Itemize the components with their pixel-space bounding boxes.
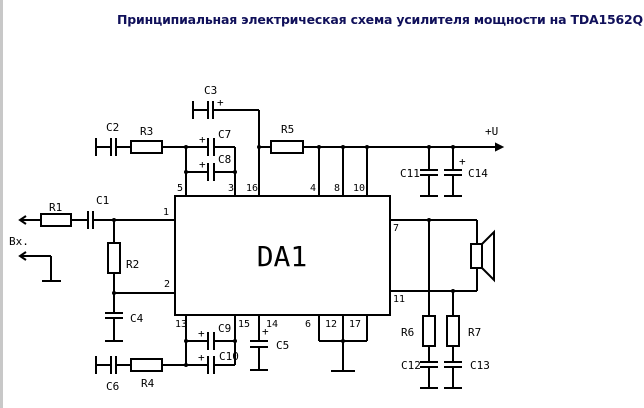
- ic-da1-body: [174, 195, 391, 316]
- page-left-border: [0, 0, 3, 408]
- capacitor-c7: [207, 138, 235, 156]
- capacitor-c14: [444, 147, 462, 197]
- label-c11: C11: [400, 167, 420, 180]
- junction: [233, 170, 237, 174]
- pin-4-label: 4: [310, 183, 316, 194]
- capacitor-c5: [250, 340, 268, 371]
- label-r4: R4: [141, 377, 155, 390]
- plus-sign: +: [262, 325, 269, 338]
- pin-2-label: 2: [164, 279, 170, 290]
- pin-1-label: 1: [163, 207, 169, 218]
- label-c13: C13: [470, 359, 490, 372]
- label-c8: C8: [218, 153, 231, 166]
- page-title: Принципиальная электрическая схема усили…: [117, 12, 644, 27]
- junction: [341, 339, 345, 343]
- input-label: Вх.: [9, 235, 29, 248]
- resistor-r2: [107, 242, 121, 274]
- pin-17-label: 17: [349, 319, 361, 330]
- resistor-r7: [446, 315, 460, 347]
- capacitor-c2: [95, 138, 131, 156]
- label-c10: C10: [219, 350, 239, 363]
- pin-14-label: 14: [266, 319, 278, 330]
- pin-7-label: 7: [393, 223, 399, 234]
- capacitor-c3: [192, 101, 259, 119]
- pin-8-label: 8: [334, 183, 340, 194]
- capacitor-c13: [444, 346, 462, 389]
- label-r3: R3: [140, 125, 153, 138]
- capacitor-c6: [95, 356, 131, 374]
- plus-sign: +: [199, 158, 206, 171]
- pin-5-label: 5: [177, 183, 183, 194]
- capacitor-c10: [186, 356, 235, 374]
- capacitor-c11: [420, 147, 438, 197]
- label-r6: R6: [401, 326, 414, 339]
- plus-sign: +: [459, 155, 466, 168]
- pin-15-label: 15: [238, 319, 250, 330]
- label-c4: C4: [130, 312, 144, 325]
- supply-arrow-icon: [495, 142, 505, 152]
- label-r5: R5: [281, 123, 294, 136]
- ic-name: DA1: [257, 240, 308, 273]
- capacitor-c4: [105, 312, 123, 342]
- junction: [233, 339, 237, 343]
- resistor-r3: [130, 140, 163, 154]
- label-r2: R2: [126, 258, 139, 271]
- label-c1: C1: [96, 194, 109, 207]
- resistor-r6: [422, 315, 436, 347]
- label-c2: C2: [106, 121, 119, 134]
- label-c14: C14: [468, 167, 488, 180]
- input-arrow-icon: [18, 215, 41, 225]
- label-r1: R1: [49, 201, 62, 214]
- label-c12: C12: [401, 359, 421, 372]
- pin-6-label: 6: [305, 319, 311, 330]
- plus-sign: +: [198, 327, 205, 340]
- input-ground-arrow-icon: [18, 251, 61, 282]
- plus-sign: +: [217, 96, 224, 109]
- capacitor-c9: [186, 332, 235, 350]
- resistor-r5: [270, 140, 304, 154]
- label-r7: R7: [468, 326, 481, 339]
- pin-10-label: 10: [353, 183, 365, 194]
- speaker-icon: [470, 229, 495, 283]
- plus-sign: +: [199, 133, 206, 146]
- pin-12-label: 12: [325, 319, 337, 330]
- capacitor-c12: [420, 346, 438, 389]
- pin-13-label: 13: [175, 319, 187, 330]
- label-c3: C3: [204, 84, 217, 97]
- label-c6: C6: [106, 380, 119, 393]
- pin-16-label: 16: [246, 183, 258, 194]
- label-c9: C9: [218, 322, 231, 335]
- capacitor-c8: [186, 163, 235, 181]
- resistor-r4: [130, 358, 163, 372]
- pin-11-label: 11: [393, 294, 405, 305]
- pin-3-label: 3: [228, 183, 234, 194]
- label-c5: C5: [276, 339, 289, 352]
- label-c7: C7: [218, 128, 231, 141]
- resistor-r1: [40, 213, 72, 227]
- plus-sign: +: [198, 351, 205, 364]
- capacitor-c1: [87, 211, 94, 229]
- supply-label: +U: [485, 125, 498, 138]
